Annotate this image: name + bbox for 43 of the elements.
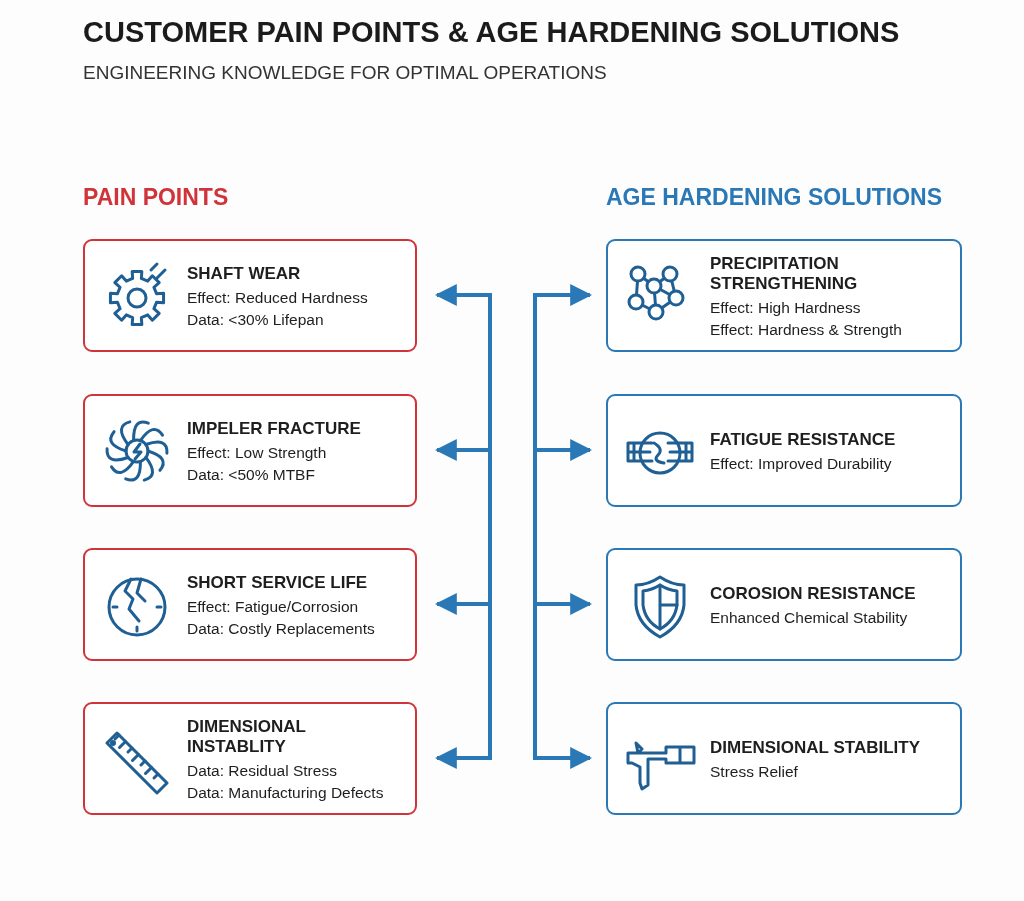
card-heading: COROSION RESISTANCE xyxy=(710,583,916,603)
connector-trunk xyxy=(488,293,492,760)
arrow xyxy=(434,439,490,461)
card-detail: Data: Residual Stress xyxy=(187,761,337,779)
card-detail: Data: Manufacturing Defects xyxy=(187,783,384,801)
card-heading: SHAFT WEAR xyxy=(187,263,301,283)
arrow xyxy=(535,747,593,769)
card-heading: SHORT SERVICE LIFE xyxy=(187,572,368,592)
card-detail: Effect: Hardness & Strength xyxy=(710,320,902,338)
title-text: CUSTOMER PAIN POINTS & AGE HARDENING SOLUTIONS xyxy=(83,16,900,49)
solution-card xyxy=(606,239,962,352)
card-detail: Effect: Low Strength xyxy=(187,443,327,461)
arrow xyxy=(535,593,593,615)
card-heading: FATIGUE RESISTANCE xyxy=(710,429,896,449)
card-heading: IMPELER FRACTURE xyxy=(187,418,361,438)
card-detail: Effect: High Hardness xyxy=(710,298,861,316)
card-detail: Effect: Improved Durability xyxy=(710,454,892,472)
section-heading: AGE HARDENING SOLUTIONS xyxy=(606,184,943,211)
card-detail: Effect: Reduced Hardness xyxy=(187,288,368,306)
arrow xyxy=(535,439,593,461)
solution-card xyxy=(606,548,962,661)
solution-card xyxy=(606,394,962,507)
pain-point-card xyxy=(83,239,417,352)
card-heading: DIMENSIONAL STABILITY xyxy=(710,737,920,757)
card-detail: Data: <30% Lifepan xyxy=(187,310,324,328)
section-heading: PAIN POINTS xyxy=(83,184,229,211)
subtitle-text: ENGINEERING KNOWLEDGE FOR OPTIMAL OPERATIONS xyxy=(83,62,607,84)
arrow xyxy=(535,284,593,306)
card-heading: DIMENSIONAL INSTABLITY xyxy=(187,716,307,756)
card-detail: Data: <50% MTBF xyxy=(187,465,315,483)
arrow xyxy=(434,284,490,306)
card-detail: Data: Costly Replacements xyxy=(187,619,375,637)
pain-point-card xyxy=(83,702,417,815)
pain-point-card xyxy=(83,548,417,661)
card-detail: Stress Relief xyxy=(710,762,798,780)
solution-card xyxy=(606,702,962,815)
arrow xyxy=(434,747,490,769)
arrow xyxy=(434,593,490,615)
card-detail: Effect: Fatigue/Corrosion xyxy=(187,597,359,615)
card-heading: PRECIPITATION STRENGTHENING xyxy=(710,253,859,293)
card-detail: Enhanced Chemical Stability xyxy=(710,608,908,626)
pain-point-card xyxy=(83,394,417,507)
connector-trunk xyxy=(533,293,537,760)
